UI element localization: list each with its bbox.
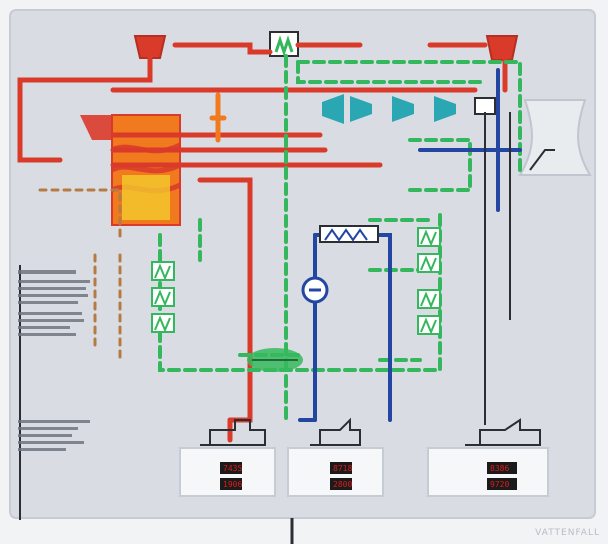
pump-green [247,348,303,372]
displays: 7435 1906 8718 2800 8386 9720 [220,462,517,490]
bottom-icons [200,417,541,446]
display-right-top: 8386 [490,464,509,473]
hx-4 [417,227,441,247]
pumps [247,276,329,372]
orange-lines [209,92,227,143]
top-units [133,31,519,61]
display-mid-top: 8718 [333,464,352,473]
legend-text [18,270,90,451]
heat-exchangers [151,225,441,335]
cooling-tower [518,99,592,176]
dark-lines [19,112,511,520]
hx-7 [417,315,441,335]
display-left-bottom: 1906 [223,480,242,489]
hx-1 [151,261,175,281]
hx-5 [417,253,441,273]
hx-8 [319,225,379,243]
hx-6 [417,289,441,309]
brand-text: VATTENFALL [535,528,600,538]
display-left-top: 7435 [223,464,242,473]
display-mid-bottom: 2800 [333,480,352,489]
hx-2 [151,287,175,307]
pump-blue [301,276,329,304]
turbines [322,94,496,124]
brown-lines [38,188,122,362]
hx-3 [151,313,175,333]
display-right-bottom: 9720 [490,480,509,489]
